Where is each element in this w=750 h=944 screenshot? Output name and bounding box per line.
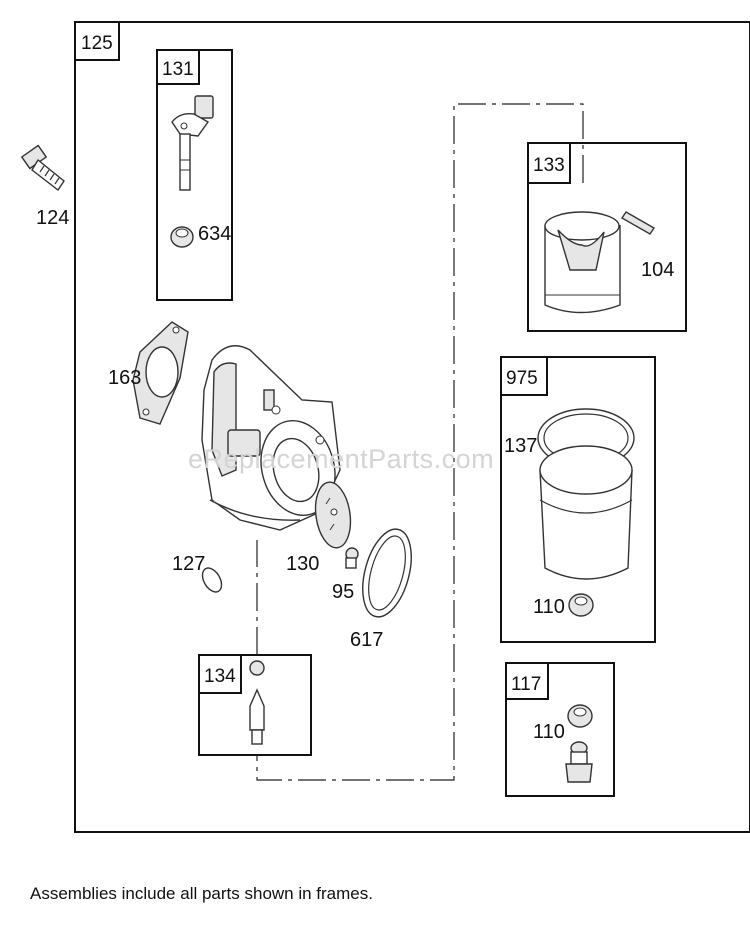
frame-label-133: 133 xyxy=(533,155,565,176)
part-label-104: 104 xyxy=(641,259,674,281)
disc-130-drawing xyxy=(314,481,352,549)
washer-110b-drawing xyxy=(567,704,593,728)
frame-134 xyxy=(198,654,312,756)
ring-127-drawing xyxy=(201,567,223,593)
part-label-634: 634 xyxy=(198,223,231,245)
pin-104-drawing xyxy=(621,211,655,235)
assemblies-footnote: Assemblies include all parts shown in fr… xyxy=(30,884,373,903)
connector-line xyxy=(256,103,584,781)
bowl-nut-117-drawing xyxy=(565,741,593,783)
bowl-975-drawing xyxy=(539,445,633,580)
frame-label-134: 134 xyxy=(204,666,236,687)
part-label-130: 130 xyxy=(286,553,319,575)
frame-975 xyxy=(500,356,656,643)
bolt-124-drawing xyxy=(20,144,65,192)
part-label-95: 95 xyxy=(332,581,354,603)
frame-131-tab xyxy=(156,49,200,85)
part-label-163: 163 xyxy=(108,367,141,389)
float-133-drawing xyxy=(544,211,621,314)
frame-label-125: 125 xyxy=(81,33,113,54)
frame-134-tab xyxy=(198,654,242,694)
frame-117-tab xyxy=(505,662,549,700)
frame-117 xyxy=(505,662,615,797)
seat-634-drawing xyxy=(170,226,194,248)
part-label-617: 617 xyxy=(350,629,383,651)
needle-134-drawing xyxy=(249,660,265,745)
frame-125-tab xyxy=(74,21,120,61)
part-label-124: 124 xyxy=(36,207,69,229)
needle-131-drawing xyxy=(171,95,214,191)
frame-label-131: 131 xyxy=(162,59,194,80)
carburetor-body-drawing xyxy=(201,345,341,531)
screw-95-drawing xyxy=(345,547,359,569)
frame-975-tab xyxy=(500,356,548,396)
frame-133 xyxy=(527,142,687,332)
part-label-137: 137 xyxy=(504,435,537,457)
frame-131 xyxy=(156,49,233,301)
gasket-163-drawing xyxy=(132,321,189,425)
ring-617-drawing xyxy=(362,528,412,618)
frame-label-975: 975 xyxy=(506,368,538,389)
frame-133-tab xyxy=(527,142,571,184)
frame-125 xyxy=(74,21,750,833)
part-label-110-bowl: 110 xyxy=(533,596,565,618)
watermark: eReplacementParts.com xyxy=(188,444,494,474)
frame-label-117: 117 xyxy=(511,674,541,695)
part-label-110-nut: 110 xyxy=(533,721,565,743)
washer-110a-drawing xyxy=(568,593,594,617)
part-label-127: 127 xyxy=(172,553,205,575)
